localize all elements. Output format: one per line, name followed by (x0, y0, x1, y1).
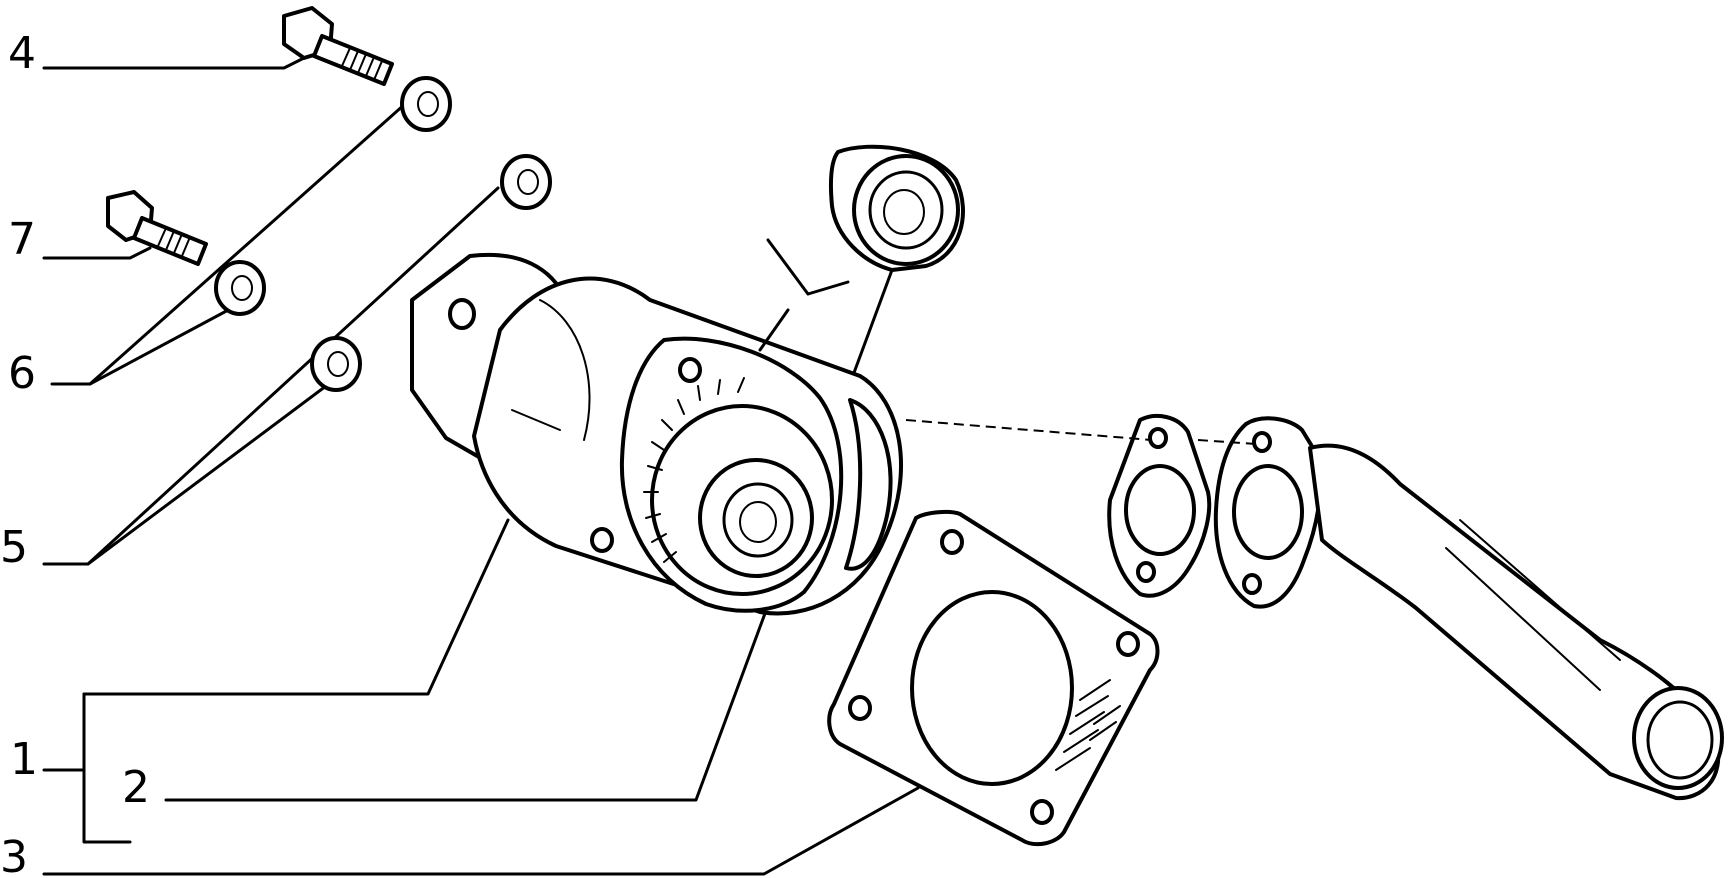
leader-4 (42, 52, 314, 70)
pipe-highlight (1445, 519, 1621, 691)
gear-hub (698, 458, 814, 578)
bracket-1 (82, 692, 132, 844)
gear-hub-ring (722, 482, 794, 558)
alignment-line-2 (1197, 439, 1257, 445)
flange-gasket-2 (1213, 416, 1323, 609)
outlet-pipe (1308, 443, 1724, 801)
gasket-opening (910, 590, 1074, 786)
callout-3: 3 (0, 832, 28, 878)
flange-gasket-1 (1107, 414, 1212, 598)
pump-bolt-hole-top (678, 357, 702, 383)
bolt-top (282, 6, 394, 86)
cap-plug (828, 144, 965, 272)
bolt-mid-thread (157, 227, 191, 257)
gasket-hole-2 (1116, 631, 1140, 657)
pump-housing-line (511, 409, 561, 431)
bolt-top-shank (312, 34, 394, 86)
gasket-hole-4 (1030, 799, 1054, 825)
pump-bolt-hole-bottom (590, 527, 614, 553)
gasket-hole-3 (848, 695, 872, 721)
bolt-mid (106, 190, 208, 266)
leader-7 (42, 246, 152, 260)
alignment-line-1 (905, 419, 1153, 441)
washer-6-top (400, 76, 452, 132)
leader-5b (86, 378, 336, 566)
callout-1: 1 (10, 734, 38, 785)
pump-housing-seam (539, 299, 591, 441)
pump-side-rib (844, 398, 893, 571)
pump-breather-lines (758, 238, 850, 352)
leader-6b (88, 306, 234, 386)
callout-7: 7 (8, 214, 36, 265)
pump-rear-hole (448, 298, 476, 330)
gear-bore (739, 501, 777, 543)
callout-6: 6 (8, 348, 36, 399)
callout-5: 5 (0, 522, 28, 573)
drive-gear (643, 377, 834, 596)
washer-5-bottom (310, 336, 362, 392)
callout-2: 2 (122, 762, 150, 813)
leader-1-pump (82, 518, 510, 696)
pump-assembly (410, 238, 904, 616)
callout-4: 4 (8, 28, 36, 79)
pipe-mouth-inner (1646, 700, 1714, 780)
cap-bore (883, 189, 925, 235)
square-gasket (827, 509, 1160, 847)
gasket-hole-1 (940, 529, 964, 555)
bolt-top-thread (341, 47, 383, 81)
cap-ring (868, 170, 944, 250)
leader-3 (42, 786, 920, 876)
washer-6-bottom (214, 260, 266, 316)
gasket-hatching (1055, 679, 1121, 771)
washer-5-top (500, 154, 552, 210)
